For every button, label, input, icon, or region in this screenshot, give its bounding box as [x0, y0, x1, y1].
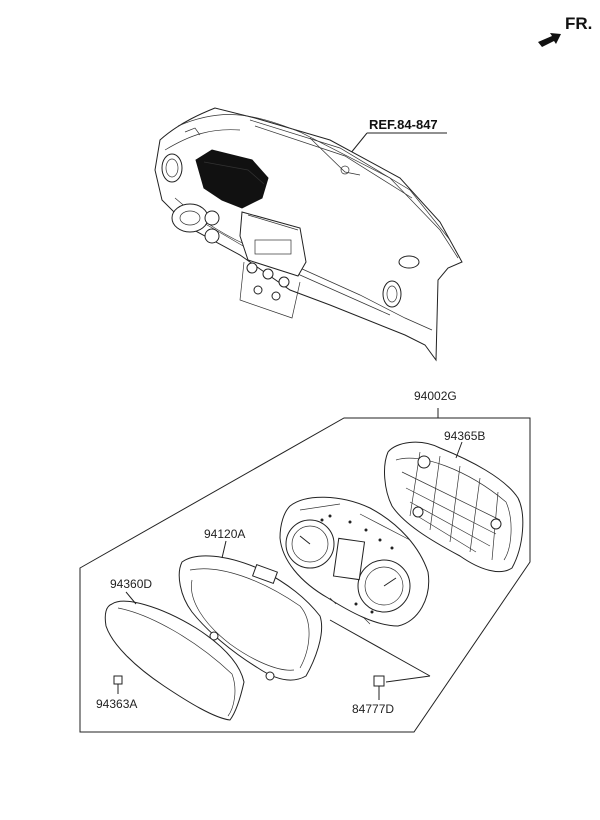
reference-callout: REF.84-847: [346, 117, 447, 158]
screw-guide-upper: [329, 619, 431, 677]
exploded-view-frame: 94002G: [79, 389, 531, 733]
assembly-label: 94002G: [414, 389, 457, 403]
back-housing-leader: [455, 441, 463, 459]
reference-label: REF.84-847: [369, 117, 438, 132]
window-clip-part: [113, 675, 123, 685]
cluster-bezel-leader: [221, 540, 227, 559]
front-direction-indicator: FR.: [538, 14, 592, 47]
screw: 84777D: [329, 619, 431, 716]
gauge-panel: [279, 496, 430, 627]
back-housing: 94365B: [384, 429, 524, 572]
window-clip-label: 94363A: [96, 697, 137, 711]
reference-leader: [349, 132, 368, 155]
lens-window-label: 94360D: [110, 577, 152, 591]
screw-label: 84777D: [352, 702, 394, 716]
screw-guide-lower: [385, 675, 431, 683]
front-direction-label: FR.: [565, 14, 592, 33]
dashboard-illustration: [154, 107, 463, 362]
cluster-bezel: 94120A: [178, 527, 323, 681]
back-housing-label: 94365B: [444, 429, 485, 443]
window-clip: 94363A: [96, 675, 137, 711]
lens-window: 94360D: [104, 577, 245, 721]
lens-window-leader: [125, 591, 137, 605]
screw-head: [373, 675, 385, 687]
front-direction-arrow-icon: [538, 33, 561, 47]
cluster-bezel-label: 94120A: [204, 527, 245, 541]
